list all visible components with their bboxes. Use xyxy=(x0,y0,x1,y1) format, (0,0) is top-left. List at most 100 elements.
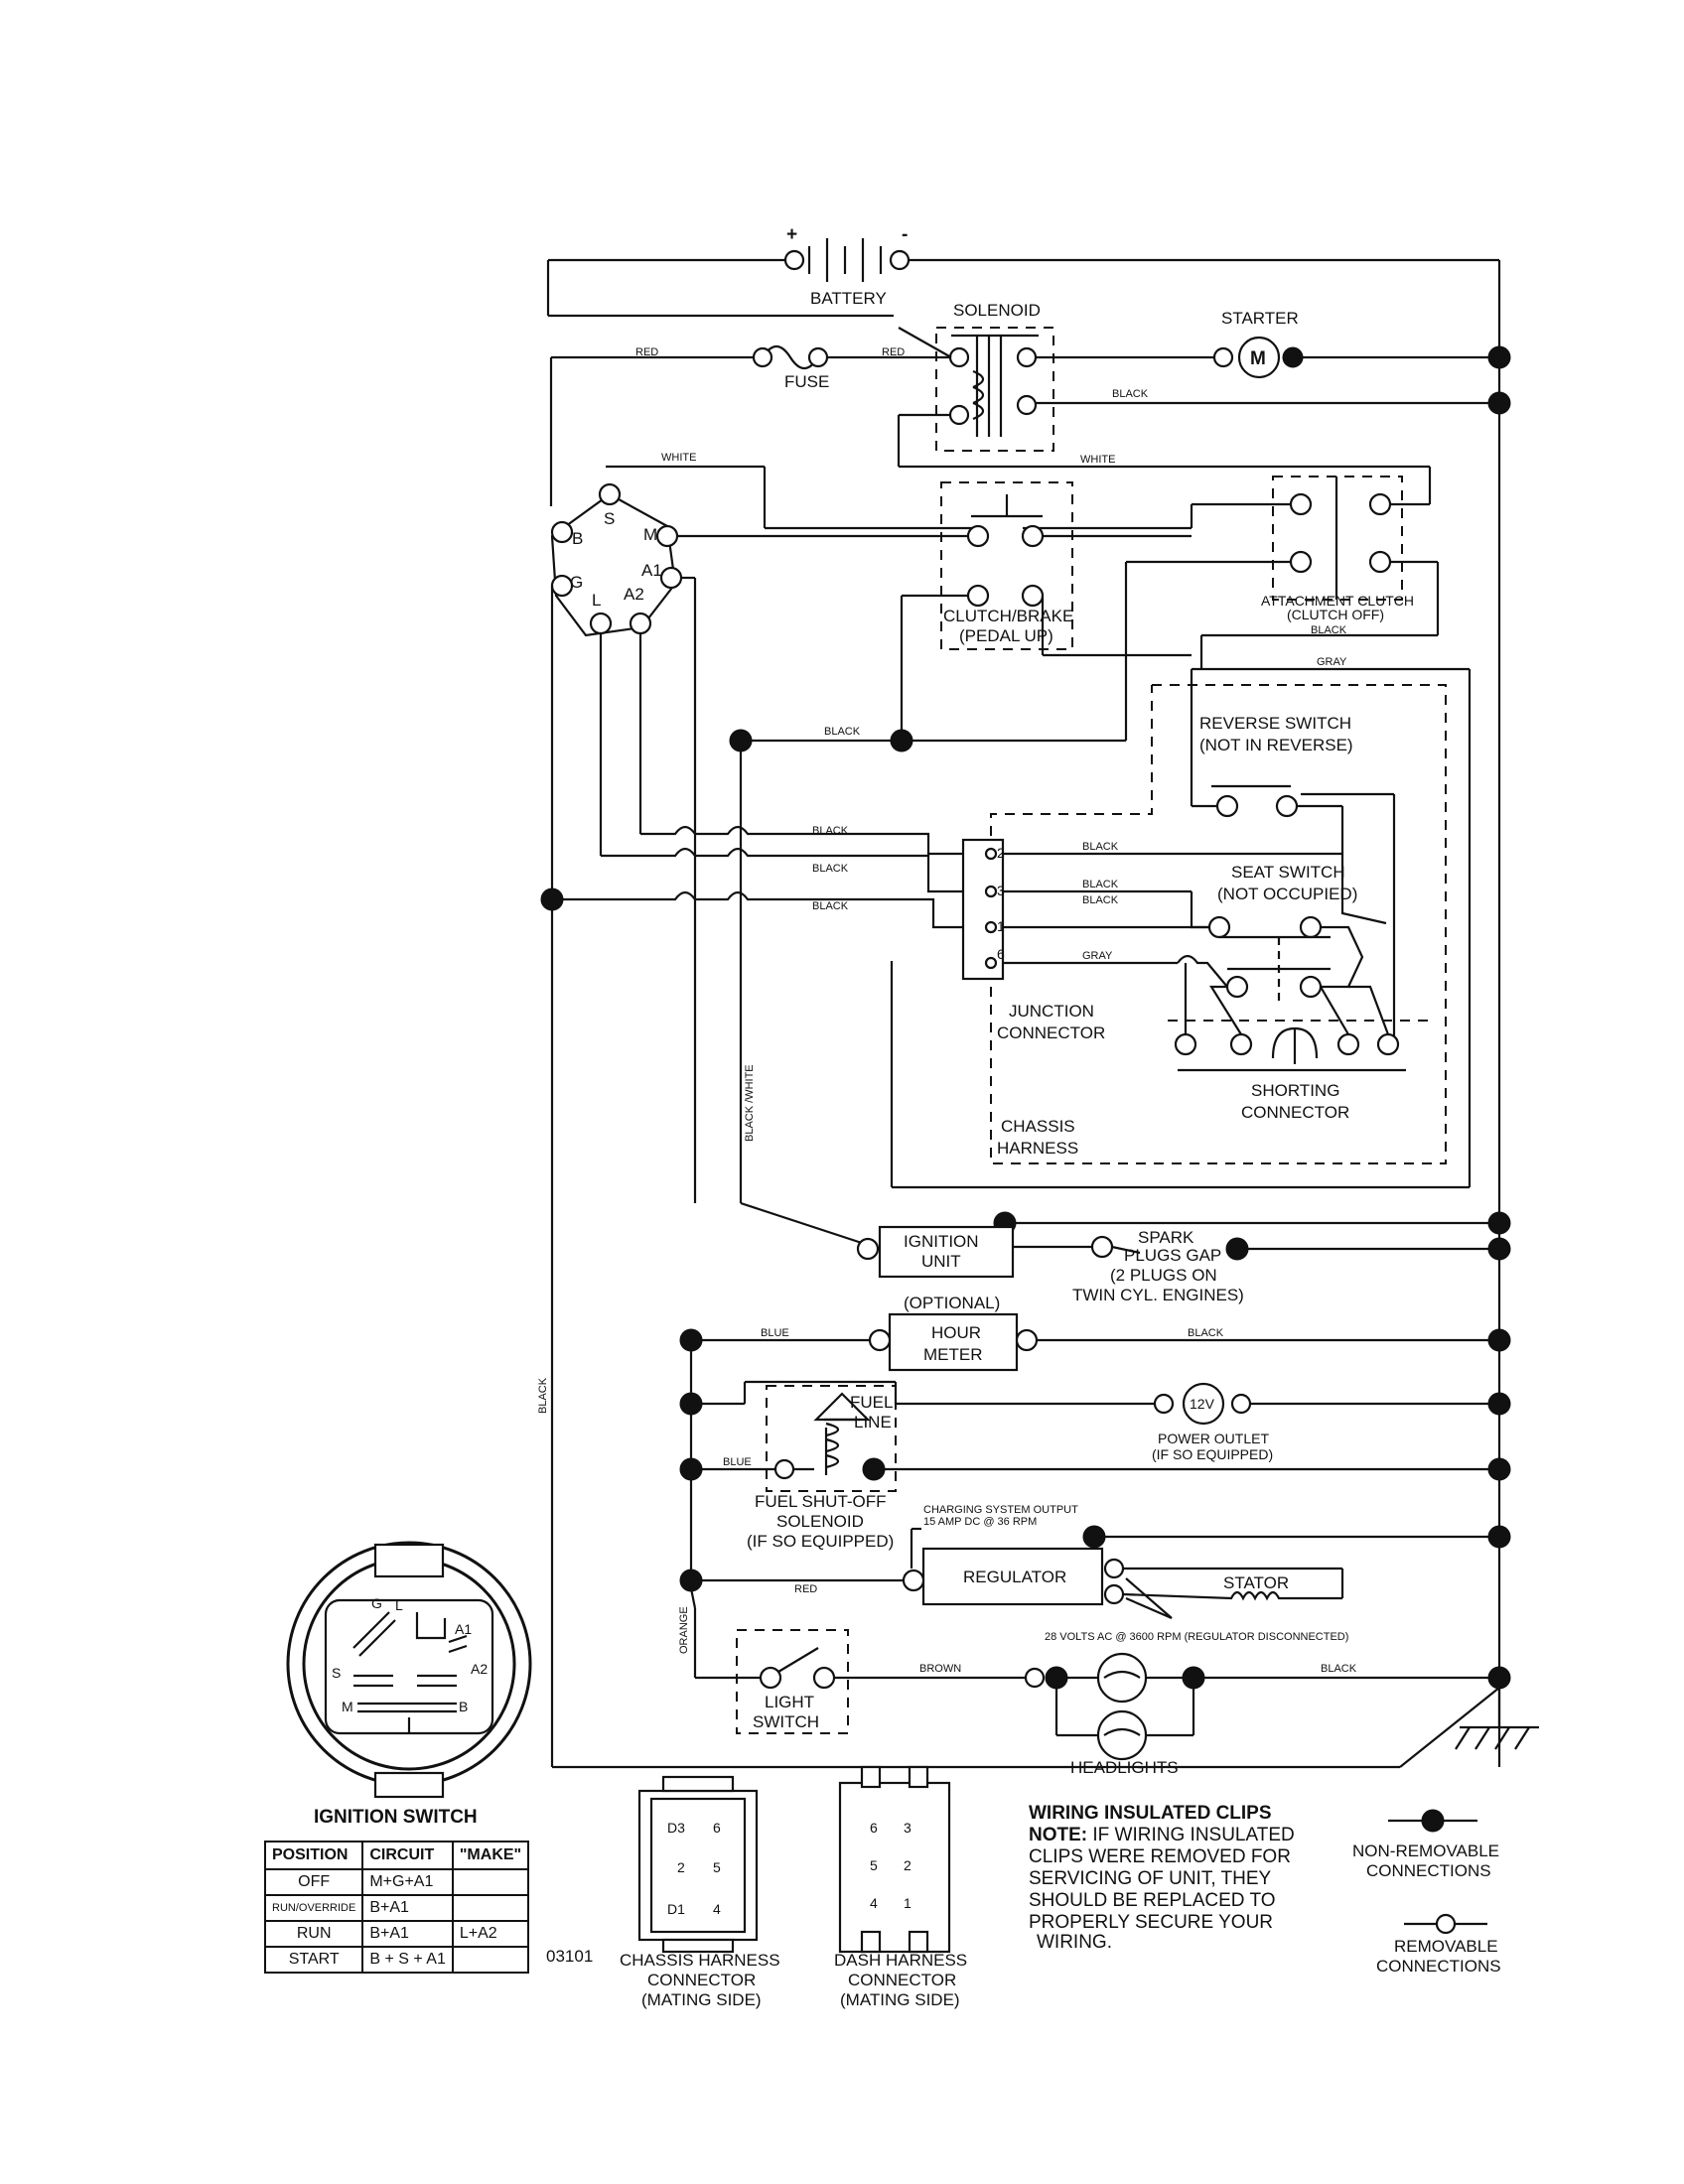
chassis-harness-area: CHASSIS HARNESS xyxy=(990,684,1447,1164)
gray-wire: GRAY xyxy=(890,635,1472,1189)
wire-black-mid: BLACK xyxy=(824,726,861,738)
ign-b: B xyxy=(572,529,583,548)
wire-red-reg: RED xyxy=(794,1583,817,1595)
stator-label: STATOR xyxy=(1223,1573,1289,1592)
notes-line-1: CLIPS WERE REMOVED FOR xyxy=(1029,1846,1291,1867)
shorting-label-1: SHORTING xyxy=(1251,1081,1339,1100)
wire-red-2: RED xyxy=(882,346,905,358)
ground-frame: BLACK xyxy=(537,1340,1539,1769)
wire-black-starter: BLACK xyxy=(1112,388,1149,400)
solenoid: SOLENOID xyxy=(898,301,1054,452)
fuel-line-label-2: LINE xyxy=(854,1413,892,1432)
fuel-line-label-1: FUEL xyxy=(850,1393,893,1412)
junction-pin-2: 2 xyxy=(997,845,1005,861)
battery: + - BATTERY xyxy=(546,224,1501,1767)
ign-l: L xyxy=(592,591,601,610)
ign-a1: A1 xyxy=(641,561,662,580)
chassis-pin-d3: D3 xyxy=(667,1820,685,1836)
ign-m: M xyxy=(643,525,657,544)
battery-plus: + xyxy=(786,224,797,245)
hour-meter: (OPTIONAL) HOUR METER BLUE BLACK xyxy=(679,1294,1511,1372)
notes-note-label: NOTE: xyxy=(1029,1825,1087,1845)
wire-black-j1: BLACK xyxy=(812,825,849,837)
legend-non-removable-1: NON-REMOVABLE xyxy=(1352,1842,1499,1860)
wire-brown: BROWN xyxy=(919,1663,961,1675)
wire-black-j4: BLACK xyxy=(1082,841,1119,853)
attachment-clutch-label-1: ATTACHMENT CLUTCH xyxy=(1261,593,1414,609)
chassis-connector-label-1: CHASSIS HARNESS xyxy=(620,1951,780,1970)
fuel-shutoff-label-1: FUEL SHUT-OFF xyxy=(755,1492,887,1511)
table-cell xyxy=(451,1946,530,1974)
charging-output-label-1: CHARGING SYSTEM OUTPUT xyxy=(923,1504,1078,1516)
spark-label-4: TWIN CYL. ENGINES) xyxy=(1072,1286,1244,1304)
table-cell: OFF xyxy=(263,1868,364,1896)
seat-switch-label-1: SEAT SWITCH xyxy=(1231,863,1345,882)
reverse-switch: REVERSE SWITCH (NOT IN REVERSE) xyxy=(1192,714,1396,1044)
dash-pin-2: 2 xyxy=(904,1857,912,1873)
wire-black-left: BLACK xyxy=(537,1377,549,1414)
table-cell: L+A2 xyxy=(451,1920,530,1948)
junction-connector: 2 3 1 6 JUNCTION CONNECTOR xyxy=(961,838,1105,1042)
dash-pin-3: 3 xyxy=(904,1820,912,1836)
notes-title: WIRING INSULATED CLIPS xyxy=(1029,1803,1272,1824)
junction-pin-6: 6 xyxy=(997,946,1005,962)
junction-pin-3: 3 xyxy=(997,883,1005,898)
fuel-shutoff-label-3: (IF SO EQUIPPED) xyxy=(747,1532,894,1551)
table-header: POSITION xyxy=(263,1841,364,1870)
table-header: "MAKE" xyxy=(451,1841,530,1870)
fuse: FUSE RED RED xyxy=(549,344,950,506)
ign-face-b: B xyxy=(459,1699,468,1714)
wire-black-hour: BLACK xyxy=(1188,1327,1224,1339)
power-outlet: 12V POWER OUTLET (IF SO EQUIPPED) xyxy=(679,1380,1511,1462)
chassis-pin-2: 2 xyxy=(677,1859,685,1875)
ign-face-g: G xyxy=(371,1595,382,1611)
ignition-switch-title: IGNITION SWITCH xyxy=(314,1807,478,1828)
notes-line-5: WIRING. xyxy=(1037,1932,1112,1953)
wire-black-white: BLACK /WHITE xyxy=(744,1064,756,1142)
fuse-label: FUSE xyxy=(784,372,829,391)
table-row: RUN/OVERRIDE B+A1 xyxy=(263,1894,530,1922)
ign-face-l: L xyxy=(395,1597,403,1613)
spark-label-1: SPARK xyxy=(1138,1228,1194,1247)
light-switch-label-1: LIGHT xyxy=(765,1693,814,1711)
chassis-pin-6: 6 xyxy=(713,1820,721,1836)
wire-white-1: WHITE xyxy=(661,452,696,464)
ignition-switch-table: POSITION CIRCUIT "MAKE" OFF M+G+A1 RUN/O… xyxy=(263,1841,530,1974)
chassis-harness-label-2: HARNESS xyxy=(997,1139,1078,1158)
seat-switch: SEAT SWITCH (NOT OCCUPIED) xyxy=(1177,854,1387,1003)
chassis-pin-4: 4 xyxy=(713,1901,721,1917)
junction-left-wires: BLACK BLACK BLACK xyxy=(540,737,963,1249)
dash-connector-label-2: CONNECTOR xyxy=(848,1971,956,1989)
power-outlet-label-2: (IF SO EQUIPPED) xyxy=(1152,1446,1273,1462)
ign-g: G xyxy=(570,573,583,592)
chassis-pin-5: 5 xyxy=(713,1859,721,1875)
wire-black-j6: BLACK xyxy=(1082,894,1119,906)
wire-blue-2: BLUE xyxy=(723,1456,752,1468)
battery-label: BATTERY xyxy=(810,289,887,308)
attachment-clutch-switch: ATTACHMENT CLUTCH (CLUTCH OFF) BLACK xyxy=(1124,476,1440,741)
notes-line-3: SHOULD BE REPLACED TO xyxy=(1029,1890,1275,1911)
junction-right-wires: BLACK BLACK BLACK GRAY xyxy=(1003,804,1217,965)
wire-white-2: WHITE xyxy=(1080,454,1115,466)
hour-meter-label-1: HOUR xyxy=(931,1323,981,1342)
table-row: RUN B+A1 L+A2 xyxy=(263,1920,530,1948)
table-cell: B+A1 xyxy=(361,1920,454,1948)
starter: M STARTER BLACK xyxy=(1036,309,1511,415)
chassis-pin-d1: D1 xyxy=(667,1901,685,1917)
legend-removable-2: CONNECTIONS xyxy=(1376,1957,1501,1976)
table-cell xyxy=(451,1894,530,1922)
dash-pin-4: 4 xyxy=(870,1895,878,1911)
chassis-connector-label-3: (MATING SIDE) xyxy=(641,1990,762,2009)
ignition-unit-label-2: UNIT xyxy=(921,1252,961,1271)
junction-label-1: JUNCTION xyxy=(1009,1002,1094,1021)
ignition-unit: IGNITION UNIT SPARK PLUGS GAP (2 PLUGS O… xyxy=(856,1211,1511,1304)
ign-face-a2: A2 xyxy=(471,1661,488,1677)
hour-meter-label-2: METER xyxy=(923,1345,983,1364)
table-row: START B + S + A1 xyxy=(263,1946,530,1974)
dash-connector-label-1: DASH HARNESS xyxy=(834,1951,967,1970)
ign-s: S xyxy=(604,509,615,528)
table-header: CIRCUIT xyxy=(361,1841,454,1870)
wire-black-clutch: BLACK xyxy=(1311,624,1347,636)
dash-pin-5: 5 xyxy=(870,1857,878,1873)
